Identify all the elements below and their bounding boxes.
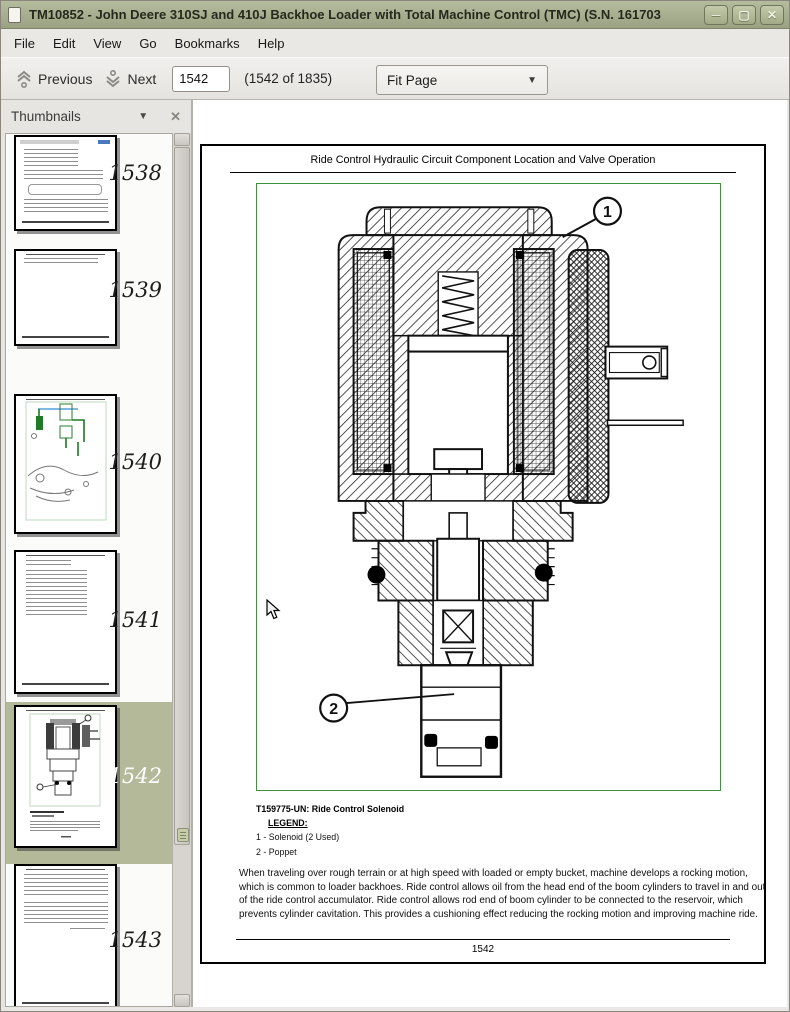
page-title: Ride Control Hydraulic Circuit Component… xyxy=(310,154,656,166)
scrollbar-step-up[interactable] xyxy=(174,133,190,146)
thumbnail-row-1541[interactable]: 1541 xyxy=(6,550,172,702)
legend-item-1: 1 - Solenoid (2 Used) xyxy=(256,832,340,842)
menu-view[interactable]: View xyxy=(93,35,122,51)
thumbnail-number: 1538 xyxy=(108,161,162,185)
chevron-down-icon: ▼ xyxy=(527,74,537,86)
toolbar: Previous Next (1542 of 1835) Fit Page ▼ xyxy=(1,57,789,100)
sidebar-dropdown-icon[interactable]: ▼ xyxy=(138,111,149,122)
thumbnail-number: 1541 xyxy=(108,608,162,632)
document-view: Ride Control Hydraulic Circuit Component… xyxy=(191,100,787,1007)
menu-bookmarks[interactable]: Bookmarks xyxy=(174,35,240,51)
thumbnail-list: 1538 1539 xyxy=(5,133,172,1007)
scrollbar-step-down[interactable] xyxy=(174,994,190,1007)
next-button[interactable]: Next xyxy=(98,65,162,93)
document-page: Ride Control Hydraulic Circuit Component… xyxy=(200,144,766,964)
zoom-mode-select[interactable]: Fit Page ▼ xyxy=(376,65,548,95)
menu-go[interactable]: Go xyxy=(139,35,157,51)
title-rule xyxy=(230,172,736,173)
close-button[interactable]: ✕ xyxy=(760,4,784,25)
solenoid-diagram: 1 2 xyxy=(319,196,684,778)
previous-icon xyxy=(15,69,33,89)
page-number-input[interactable] xyxy=(172,65,231,92)
callout-1-label: 1 xyxy=(603,204,612,221)
window-title: TM10852 - John Deere 310SJ and 410J Back… xyxy=(29,7,661,22)
thumbnail-graphic xyxy=(29,713,101,838)
mouse-cursor xyxy=(266,598,282,626)
menu-file[interactable]: File xyxy=(14,35,35,51)
menu-help[interactable]: Help xyxy=(257,35,285,51)
page-count-label: (1542 of 1835) xyxy=(244,71,333,86)
sidebar-scrollbar xyxy=(172,133,191,1007)
thumbnail-graphic xyxy=(25,401,107,521)
figure-box: 1 2 xyxy=(256,183,721,791)
minimize-button[interactable]: ─ xyxy=(704,4,728,25)
next-icon xyxy=(104,69,122,89)
legend-item-2: 2 - Poppet xyxy=(256,847,297,857)
zoom-mode-value: Fit Page xyxy=(387,72,438,88)
previous-button[interactable]: Previous xyxy=(9,65,98,93)
thumbnail-row-1543[interactable]: 1543 xyxy=(6,864,172,1006)
thumbnail-row-1538[interactable]: 1538 xyxy=(6,134,172,248)
body-paragraph: When traveling over rough terrain or at … xyxy=(239,868,766,921)
previous-label: Previous xyxy=(38,70,93,87)
titlebar: TM10852 - John Deere 310SJ and 410J Back… xyxy=(1,1,789,29)
thumbnail-number: 1543 xyxy=(108,928,162,952)
thumbnail-row-1539[interactable]: 1539 xyxy=(6,248,172,394)
scrollbar-grip[interactable] xyxy=(177,828,189,842)
footer-rule xyxy=(236,939,730,940)
thumbnail-row-1542-selected[interactable]: 1542 xyxy=(6,702,172,864)
figure-caption: T159775-UN: Ride Control Solenoid xyxy=(256,804,405,814)
thumbnail-number: 1539 xyxy=(108,278,162,302)
legend-label: LEGEND: xyxy=(268,818,308,828)
next-label: Next xyxy=(127,70,157,87)
thumbnail-row-1540[interactable]: 1540 xyxy=(6,394,172,550)
menu-edit[interactable]: Edit xyxy=(52,35,76,51)
app-icon xyxy=(8,6,21,23)
thumbnail-number: 1542 xyxy=(108,764,162,788)
thumbnails-sidebar: Thumbnails ▼ ✕ 1538 xyxy=(1,100,191,1007)
sidebar-title: Thumbnails xyxy=(11,109,81,124)
sidebar-header: Thumbnails ▼ ✕ xyxy=(1,100,191,133)
callout-2-label: 2 xyxy=(329,701,338,718)
scrollbar-thumb[interactable] xyxy=(174,147,190,845)
menubar: File Edit View Go Bookmarks Help xyxy=(1,29,789,57)
maximize-button[interactable]: ▢ xyxy=(732,4,756,25)
thumbnail-number: 1540 xyxy=(108,450,162,474)
sidebar-close-icon[interactable]: ✕ xyxy=(170,108,181,124)
page-number-footer: 1542 xyxy=(471,944,495,955)
